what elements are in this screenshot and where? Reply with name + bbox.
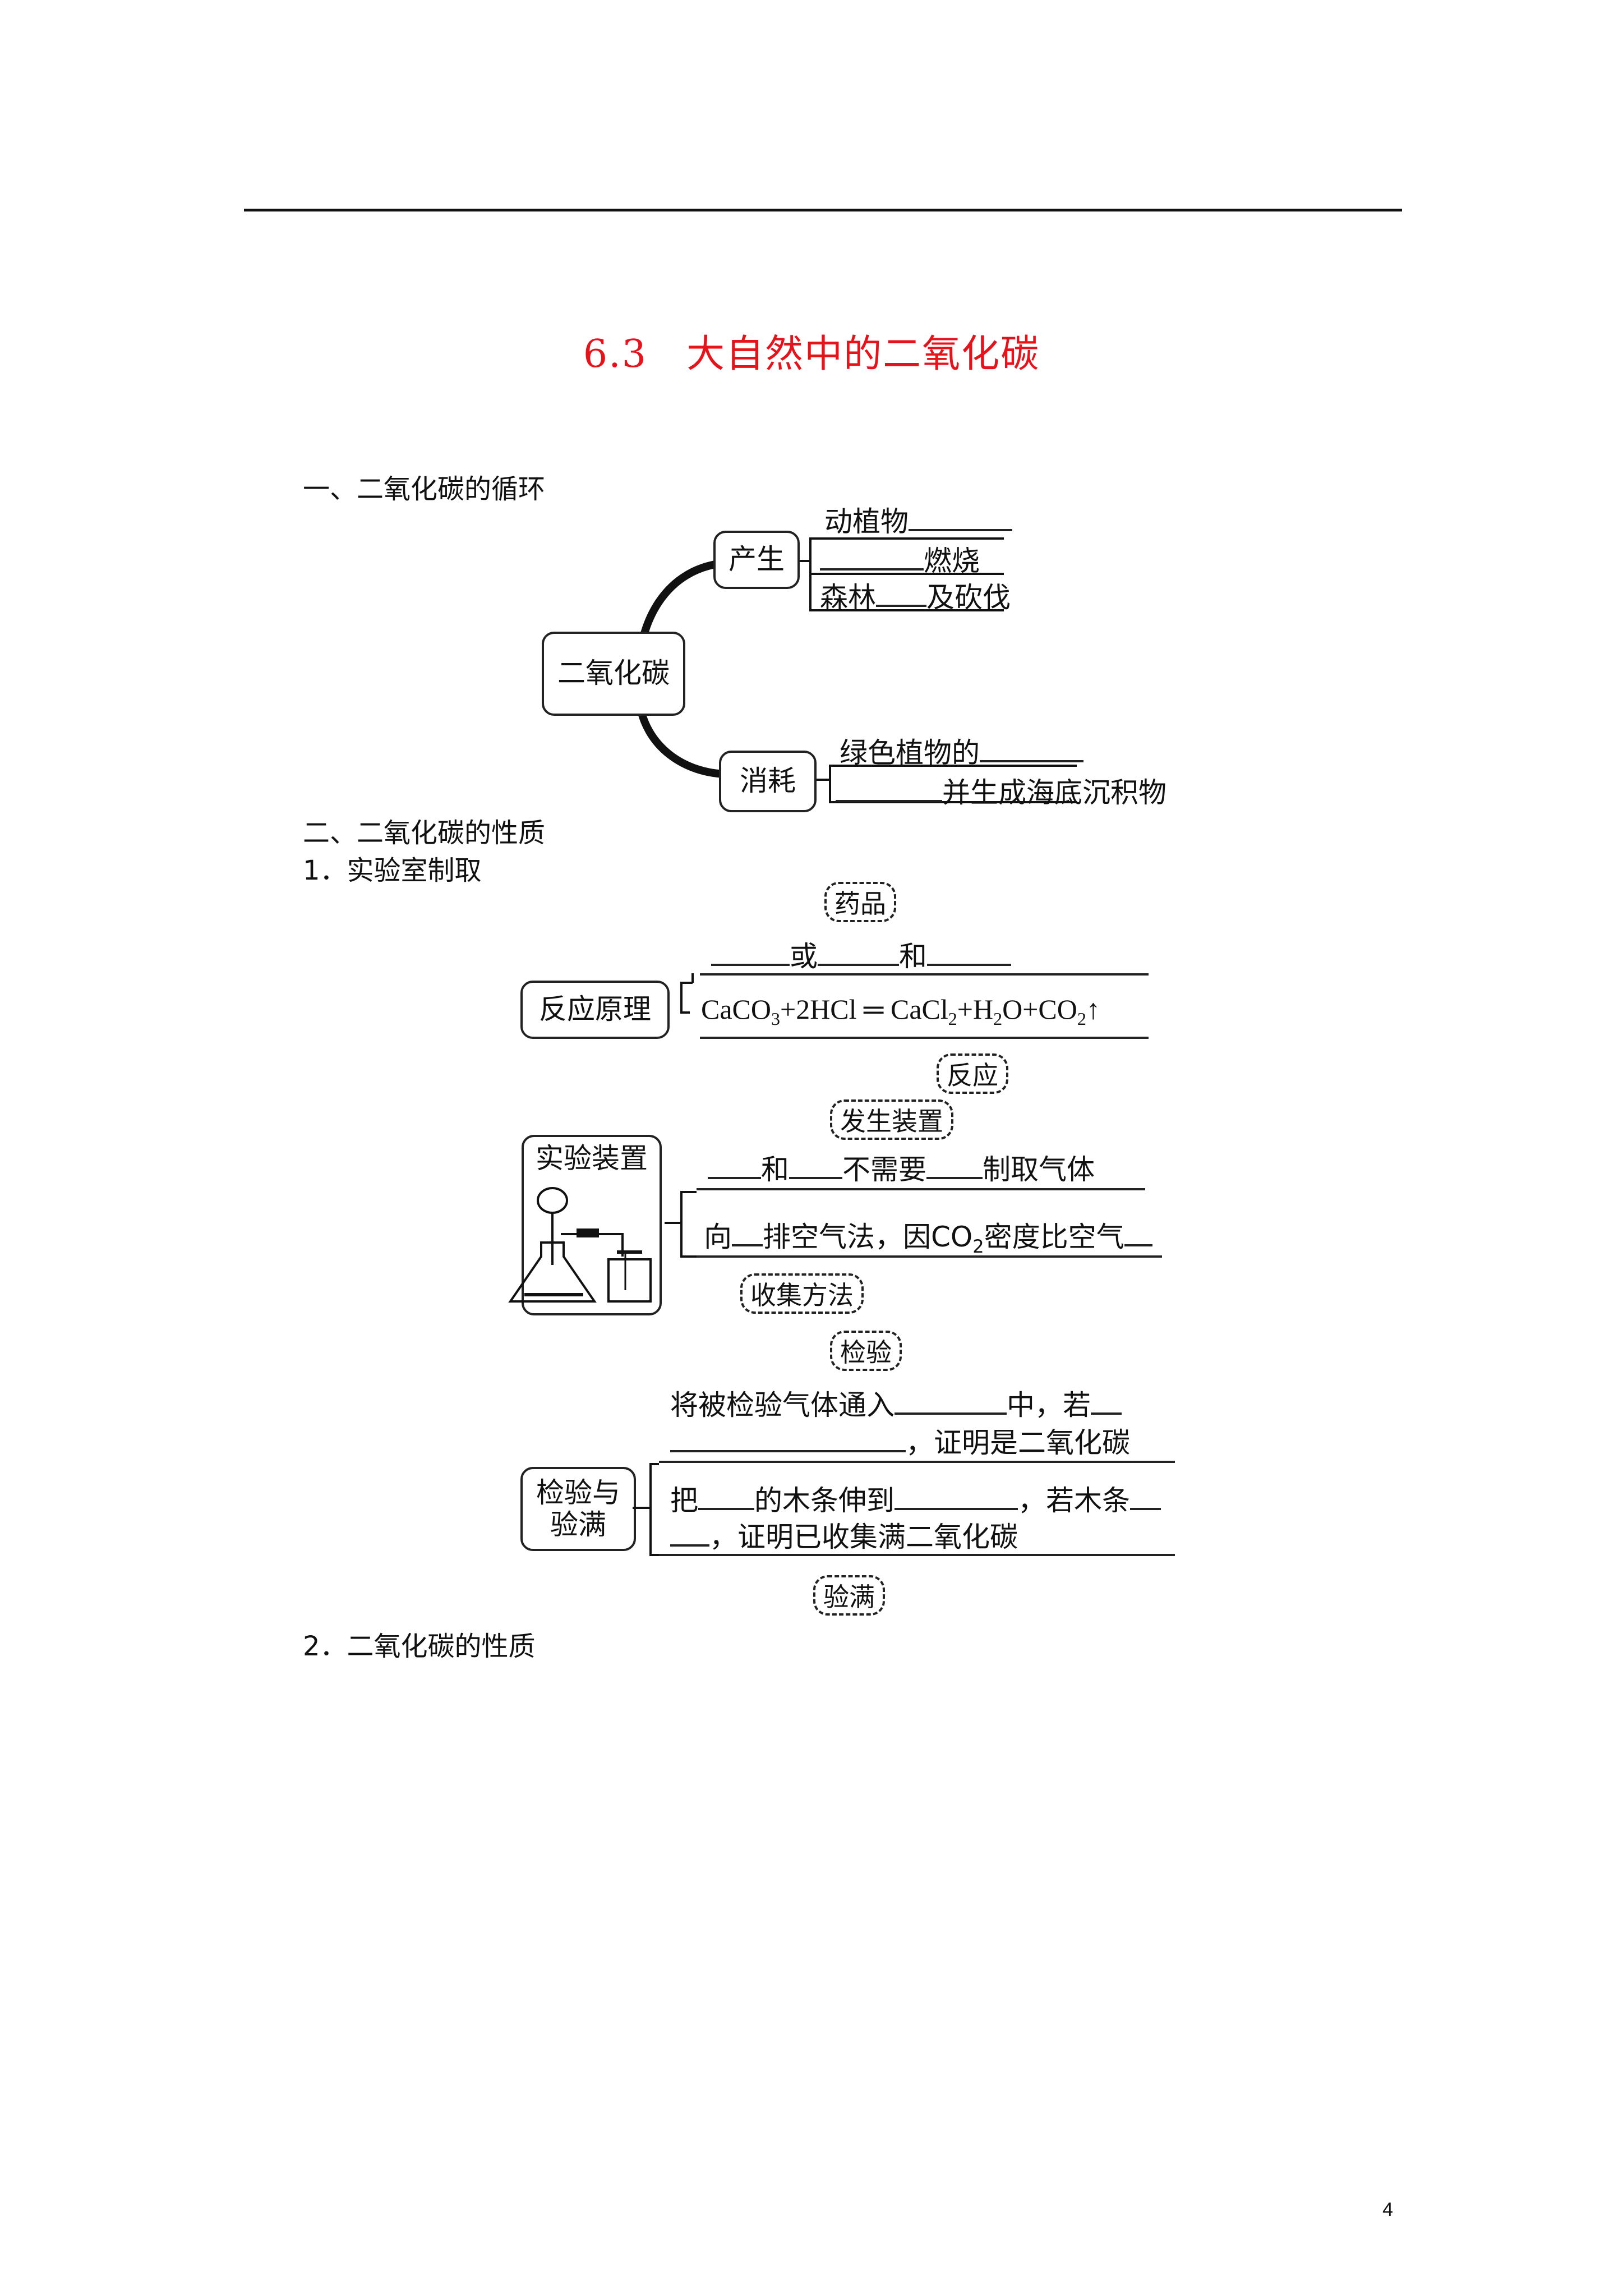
page-title: 6.3 大自然中的二氧化碳 — [583, 332, 1040, 376]
generator-tag: 发生装置 — [830, 1099, 953, 1140]
full-tag: 验满 — [813, 1575, 885, 1616]
collection-line: 向排空气法，因CO2密度比空气 — [704, 1214, 1152, 1257]
rule — [659, 1461, 1175, 1463]
section-properties-heading: 二、二氧化碳的性质 — [303, 817, 546, 849]
produce-item-3: 森林及砍伐 — [820, 581, 1011, 614]
full-line-2: ，证明已收集满二氧化碳 — [670, 1515, 1018, 1555]
rule — [697, 1188, 1145, 1190]
rule — [697, 1255, 1162, 1258]
drugs-line: 或和 — [711, 934, 1011, 974]
subsection-lab-prep: 1．实验室制取 — [303, 855, 482, 886]
apparatus-box: 实验装置 — [522, 1135, 662, 1315]
reaction-tag: 反应 — [937, 1053, 1008, 1094]
rule — [659, 1554, 1175, 1556]
test-tag: 检验 — [830, 1331, 902, 1371]
produce-box: 产生 — [713, 531, 800, 589]
consume-box: 消耗 — [719, 751, 817, 812]
test-and-full-box: 检验与验满 — [520, 1467, 636, 1551]
reaction-equation: CaCO3+2HCl ═ CaCl2+H2O+CO2↑ — [701, 993, 1100, 1029]
produce-item-1: 动植物 — [824, 499, 1012, 540]
drugs-tag: 药品 — [824, 882, 896, 922]
header-rule — [244, 209, 1402, 211]
generator-line: 和不需要制取气体 — [708, 1147, 1095, 1188]
test-line-2: ，证明是二氧化碳 — [670, 1420, 1130, 1461]
co2-center-box: 二氧化碳 — [542, 632, 685, 716]
test-line-1: 将被检验气体通入中，若 — [670, 1383, 1122, 1423]
consume-item-2: 并生成海底沉积物 — [836, 770, 1166, 811]
page-number: 4 — [1382, 2199, 1393, 2220]
produce-item-2: 燃烧 — [820, 539, 980, 579]
collection-tag: 收集方法 — [740, 1273, 864, 1314]
full-line-1: 把的木条伸到，若木条 — [670, 1478, 1161, 1519]
subsection-co2-properties: 2．二氧化碳的性质 — [303, 1631, 536, 1662]
consume-item-1: 绿色植物的 — [840, 730, 1083, 771]
section-cycle-heading: 一、二氧化碳的循环 — [303, 473, 546, 505]
reaction-principle-box: 反应原理 — [520, 981, 670, 1039]
rule — [700, 973, 1149, 976]
rule — [700, 1037, 1149, 1039]
